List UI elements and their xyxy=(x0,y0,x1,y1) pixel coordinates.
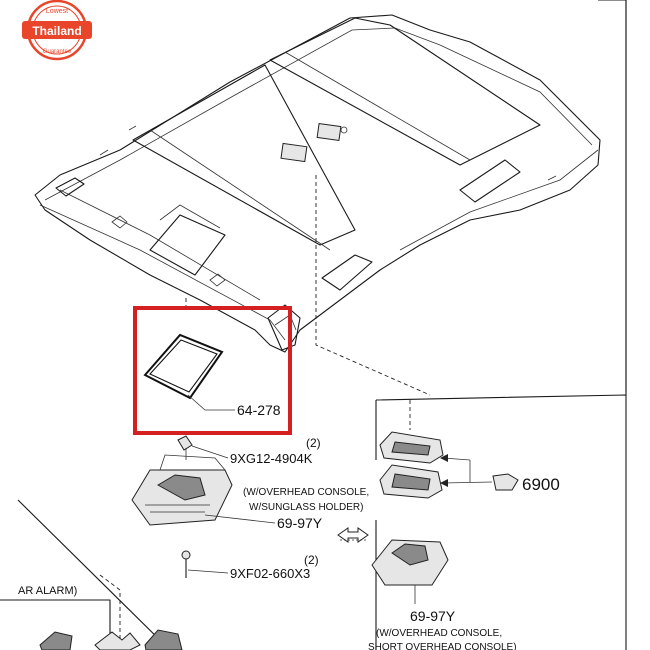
highlight-box xyxy=(133,306,292,435)
console-6900 xyxy=(379,431,519,499)
label-64-278: 64-278 xyxy=(237,402,281,418)
label-screw-bottom-code: 9XF02-660X3 xyxy=(230,566,310,581)
map-lamp-69-97y-right xyxy=(371,539,449,604)
lowest-thailand-badge: Lowest Thailand Guarantee xyxy=(22,0,92,61)
note-bottom-line2: SHORT OVERHEAD CONSOLE) xyxy=(368,642,517,650)
note-top-line1: (W/OVERHEAD CONSOLE, xyxy=(243,487,369,498)
label-6900: 6900 xyxy=(522,475,560,494)
badge-bottom-text: Guarantee xyxy=(43,49,72,55)
label-screw-top-code: 9XG12-4904K xyxy=(230,451,313,466)
leader-lines xyxy=(99,175,431,650)
headliner xyxy=(34,14,601,353)
alarm-region xyxy=(0,599,183,650)
screw-top xyxy=(177,435,229,460)
double-arrow-icon xyxy=(337,527,369,543)
badge-main-text: Thailand xyxy=(32,24,81,38)
badge-top-text: Lowest xyxy=(46,8,68,15)
panel-frame xyxy=(17,0,627,650)
label-69-97y-a: 69-97Y xyxy=(277,515,323,531)
label-alarm: AR ALARM) xyxy=(18,585,77,597)
label-69-97y-b: 69-97Y xyxy=(410,608,456,624)
note-bottom-line1: (W/OVERHEAD CONSOLE, xyxy=(376,628,502,639)
label-screw-top-qty: (2) xyxy=(306,436,321,450)
lens-64-278 xyxy=(143,333,235,411)
map-lamp-69-97y-left xyxy=(131,454,276,526)
note-top-line2: W/SUNGLASS HOLDER) xyxy=(249,502,363,513)
label-screw-bottom-qty: (2) xyxy=(304,553,319,567)
screw-bottom xyxy=(181,550,229,578)
